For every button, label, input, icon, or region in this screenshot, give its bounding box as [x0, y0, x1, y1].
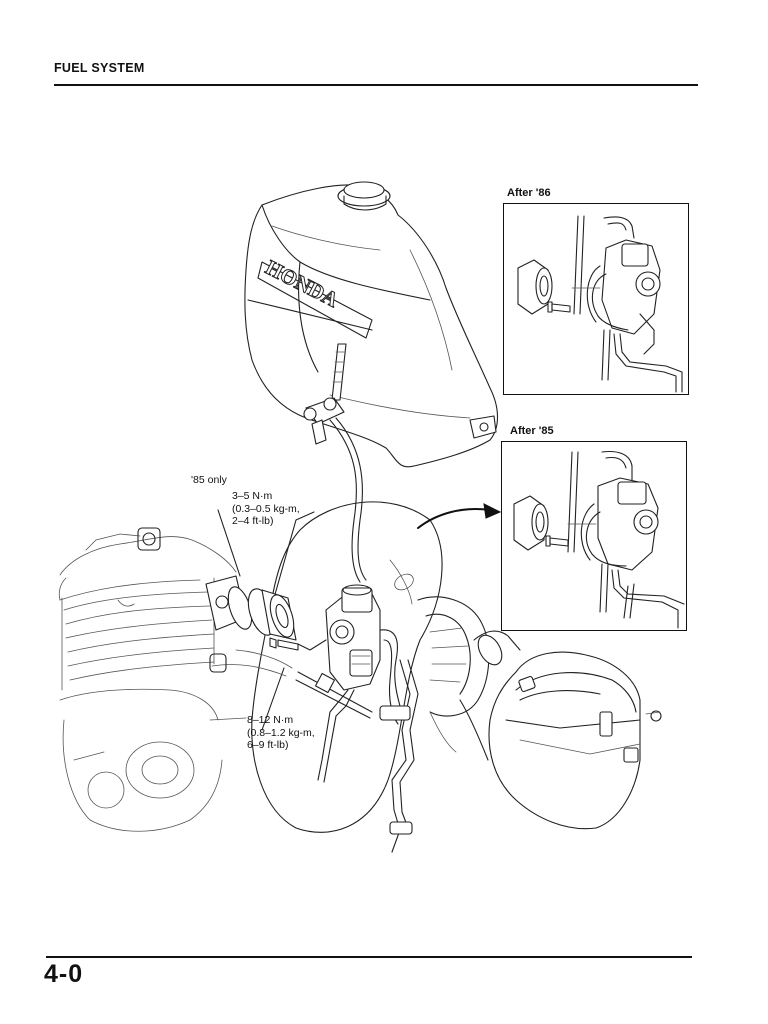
callout-torque-bolt: 8–12 N·m (0.8–1.2 kg-m, 6–9 ft-lb)	[247, 714, 315, 752]
callout-torque-clamp: 3–5 N·m (0.3–0.5 kg-m, 2–4 ft-lb)	[232, 490, 300, 528]
fuel-tank-illustration: HONDA	[245, 182, 498, 467]
callout-85-only: '85 only	[191, 474, 227, 487]
inset-after-86-diagram	[517, 215, 683, 393]
inset-after-86	[503, 203, 689, 395]
page-number: 4-0	[44, 960, 84, 988]
footer-rule	[46, 956, 692, 958]
carburetor-illustration	[210, 585, 418, 852]
header-rule	[54, 84, 698, 86]
detail-zoom-circle	[252, 502, 442, 832]
torque-clamp-nm: 3–5 N·m	[232, 490, 273, 502]
inset-label-after-85: After '85	[510, 425, 554, 437]
section-title: FUEL SYSTEM	[54, 61, 145, 75]
inset-label-after-86: After '86	[507, 187, 551, 199]
air-cleaner-illustration	[418, 597, 661, 829]
torque-bolt-kgm: (0.8–1.2 kg-m,	[247, 726, 315, 739]
inset-after-85-diagram	[513, 450, 685, 629]
engine-illustration	[59, 528, 246, 831]
torque-bolt-ftlb: 6–9 ft-lb)	[247, 739, 289, 751]
callout-85-only-text: '85 only	[191, 474, 227, 486]
intake-insulator-parts	[224, 584, 299, 650]
torque-clamp-kgm: (0.3–0.5 kg-m,	[232, 502, 300, 515]
torque-bolt-nm: 8–12 N·m	[247, 714, 294, 726]
inset-after-85	[501, 441, 687, 631]
torque-clamp-ftlb: 2–4 ft-lb)	[232, 515, 274, 527]
